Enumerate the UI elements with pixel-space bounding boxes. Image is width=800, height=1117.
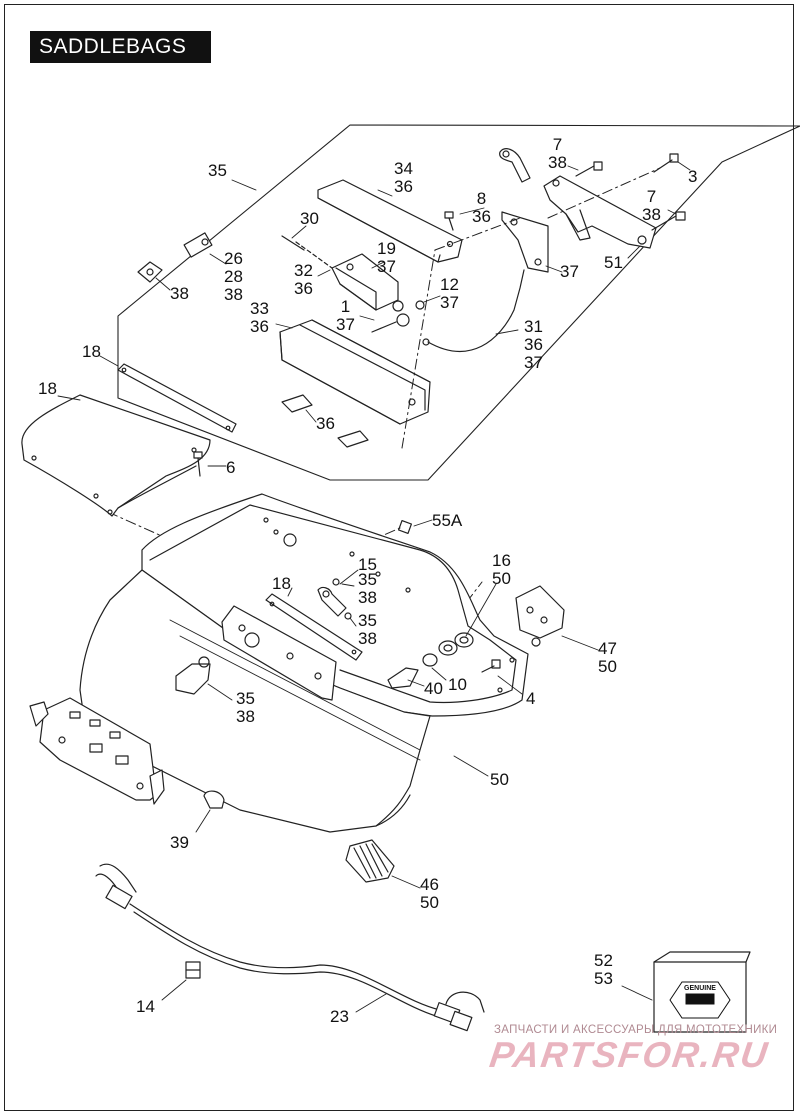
screw-8 — [444, 211, 454, 231]
screw-4 — [481, 659, 501, 673]
callout-18-c: 18 — [272, 574, 291, 593]
screw-6 — [193, 451, 203, 477]
screw-7a — [575, 161, 603, 177]
rod-30 — [281, 235, 305, 251]
lever-40 — [387, 667, 419, 689]
page-title: SADDLEBAGS — [30, 31, 211, 63]
kit-outline — [117, 124, 800, 481]
bumper-39 — [203, 790, 225, 809]
callout-30: 30 — [300, 209, 319, 228]
callout-55a: 55A — [432, 511, 463, 530]
pad-b — [337, 430, 369, 448]
screw-35c — [344, 612, 352, 620]
screw-7b — [651, 211, 686, 231]
washer-10 — [422, 653, 438, 667]
callout-18-b: 18 — [38, 379, 57, 398]
mounting-plate — [317, 179, 463, 263]
callout-18-a: 18 — [82, 342, 101, 361]
lock-actuator — [295, 241, 404, 312]
latch-striker-35 — [175, 656, 211, 695]
washer-12 — [415, 300, 425, 310]
callout-37: 37 — [560, 262, 579, 281]
cable-assembly-23 — [95, 863, 485, 1032]
grommets-16 — [438, 632, 474, 656]
watermark-tagline: ЗАПЧАСТИ И АКСЕССУАРЫ ДЛЯ МОТОТЕХНИКИ — [494, 1024, 778, 1036]
latch-tray — [279, 319, 431, 425]
page-frame — [4, 4, 794, 1111]
bracket-37 — [501, 211, 549, 273]
reinforcement-plate — [221, 605, 337, 701]
callout-14: 14 — [136, 997, 155, 1016]
callout-51: 51 — [604, 253, 623, 272]
logo-text: GENUINE — [684, 985, 716, 992]
latch-mechanism — [29, 697, 165, 805]
callout-50: 50 — [490, 770, 509, 789]
callout-6: 6 — [226, 458, 236, 477]
trim-strip-upper — [117, 363, 237, 433]
clip-38 — [137, 261, 163, 283]
screw-35b — [332, 578, 340, 586]
harley-davidson-logo: GENUINE — [669, 981, 731, 1019]
clip-26 — [183, 232, 213, 258]
clip-14 — [185, 961, 201, 979]
saddlebag-body — [79, 569, 431, 833]
callout-23: 23 — [330, 1007, 349, 1026]
pin-1 — [371, 313, 410, 333]
callout-40: 40 — [424, 679, 443, 698]
latch-arm-15 — [317, 586, 347, 617]
nut-55a — [397, 519, 413, 535]
callout-36: 36 — [316, 414, 335, 433]
watermark-site: PARTSFOR.RU — [487, 1034, 772, 1075]
callout-39: 39 — [170, 833, 189, 852]
pad-a — [281, 394, 313, 413]
rubber-boot-46 — [345, 839, 395, 883]
callout-35: 35 — [208, 161, 227, 180]
latch-lever — [499, 148, 531, 183]
hinge-47 — [515, 585, 565, 647]
callout-4: 4 — [526, 689, 536, 708]
hinge-bracket-51 — [543, 175, 657, 249]
callout-15: 15 — [358, 555, 377, 574]
trim-strip-lid — [265, 593, 363, 661]
callout-38: 38 — [170, 284, 189, 303]
callout-10: 10 — [448, 675, 467, 694]
screw-3 — [653, 153, 679, 173]
cable-31 — [427, 269, 525, 352]
callout-3: 3 — [688, 167, 698, 186]
lid-gasket — [21, 394, 211, 517]
